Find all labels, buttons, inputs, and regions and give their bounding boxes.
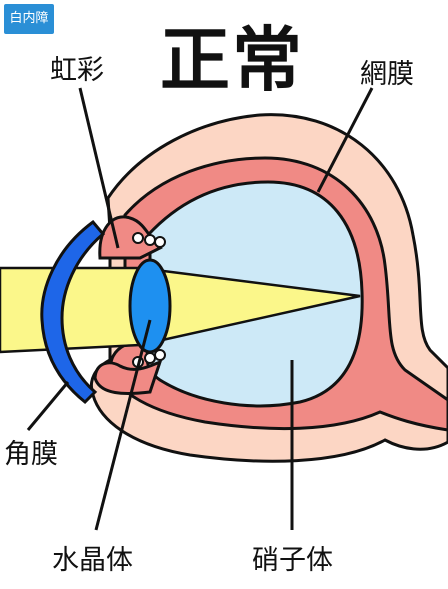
label-retina: 網膜 <box>360 52 414 91</box>
label-iris: 虹彩 <box>50 48 104 87</box>
label-cornea: 角膜 <box>4 432 58 471</box>
label-vitreous: 硝子体 <box>252 538 333 577</box>
label-lens: 水晶体 <box>52 538 133 577</box>
lens <box>130 260 170 352</box>
